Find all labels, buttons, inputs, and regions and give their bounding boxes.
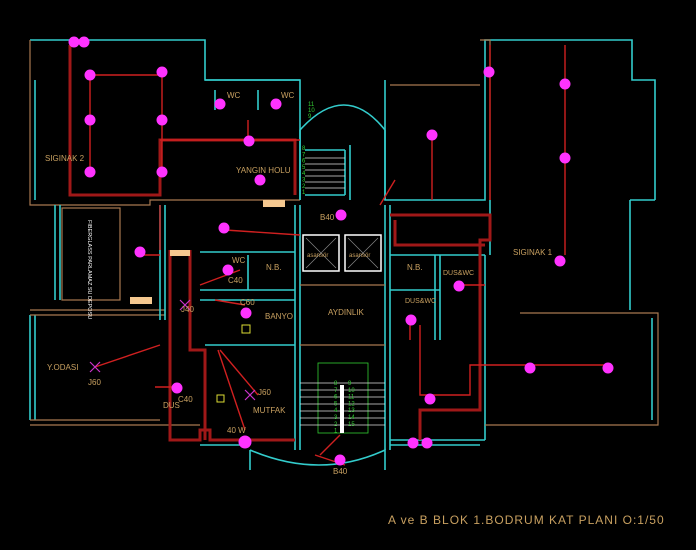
stair-step-number: 7 <box>302 152 306 158</box>
stair-step-number: 14 <box>348 415 355 421</box>
label-dus: DUS <box>163 401 180 410</box>
stair-step-number: 11 <box>308 102 315 108</box>
label-nb-right: N.B. <box>407 263 423 272</box>
stair-step-number: 1 <box>302 190 306 196</box>
label-b40-top: B40 <box>320 213 335 222</box>
label-c40-wc: C40 <box>228 276 243 285</box>
stair-step-number: 10 <box>348 388 355 394</box>
label-siginak1: SIGINAK 1 <box>513 248 553 257</box>
stair-step-number: 10 <box>308 108 315 114</box>
stair-step-number: 6 <box>302 159 306 165</box>
label-duswc2: DUS&WC <box>405 298 436 305</box>
label-nb-left: N.B. <box>266 263 282 272</box>
room-labels: SIGINAK 2 WC WC YANGIN HOLU B40 asansör … <box>45 91 553 476</box>
label-yodasi: Y.ODASI <box>47 363 78 372</box>
label-wc3: WC <box>232 256 246 265</box>
stair-step-number: 7 <box>334 388 338 394</box>
stair-step-number: 3 <box>302 178 306 184</box>
stair-step-number: 8 <box>302 146 306 152</box>
label-wc2: WC <box>281 91 295 100</box>
label-water-tank: FIBERGLASS PARLAMAZ SU DEPOSU <box>86 220 92 319</box>
label-j40: J40 <box>181 305 194 314</box>
stair-step-number: 2 <box>334 422 338 428</box>
stair-step-number: 11 <box>348 395 355 401</box>
stair-step-number: 9 <box>348 381 352 387</box>
stair-step-number: 3 <box>334 415 338 421</box>
label-siginak2: SIGINAK 2 <box>45 154 85 163</box>
stair-step-number: 5 <box>302 165 306 171</box>
label-duswc1: DUS&WC <box>443 270 474 277</box>
drawing-title: A ve B BLOK 1.BODRUM KAT PLANI O:1/50 <box>388 513 665 527</box>
label-elevator2: asansör <box>349 253 370 259</box>
walls <box>29 39 659 470</box>
label-banyo: BANYO <box>265 312 293 321</box>
stair-step-number: 2 <box>302 184 306 190</box>
stair-step-number: 4 <box>302 171 306 177</box>
stair-step-number: 6 <box>334 395 338 401</box>
label-aydinlik: AYDINLIK <box>328 308 365 317</box>
stair-step-number: 1 <box>334 429 338 435</box>
label-wc1: WC <box>227 91 241 100</box>
stair-step-number: 9 <box>308 114 312 120</box>
label-yangin-holu: YANGIN HOLU <box>236 166 291 175</box>
stair-step-number: 12 <box>348 401 355 407</box>
label-j60-left: J60 <box>88 378 101 387</box>
stair-step-number: 15 <box>348 422 355 428</box>
label-c60: C60 <box>240 298 255 307</box>
light-fixtures <box>68 36 614 466</box>
stair-step-number: 4 <box>334 408 338 414</box>
label-40w: 40 W <box>227 426 246 435</box>
stair-step-number: 13 <box>348 408 355 414</box>
stair-step-number: 8 <box>334 381 338 387</box>
stair-step-number: 5 <box>334 401 338 407</box>
label-elevator1: asansör <box>307 253 328 259</box>
label-b40-bottom: B40 <box>333 467 348 476</box>
label-j60-kitchen: J60 <box>258 388 271 397</box>
label-c40-dus: C40 <box>178 395 193 404</box>
label-mutfak: MUTFAK <box>253 406 286 415</box>
